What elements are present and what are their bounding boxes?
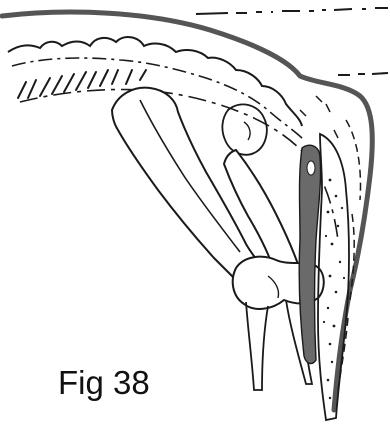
figure-caption: Fig 38 — [58, 366, 150, 399]
shoulder-detail — [244, 122, 250, 140]
forearm-radius — [246, 302, 268, 390]
spine-fragments — [300, 96, 338, 138]
dark-tract-lumen — [307, 161, 315, 175]
shoulder-joint — [222, 104, 266, 154]
